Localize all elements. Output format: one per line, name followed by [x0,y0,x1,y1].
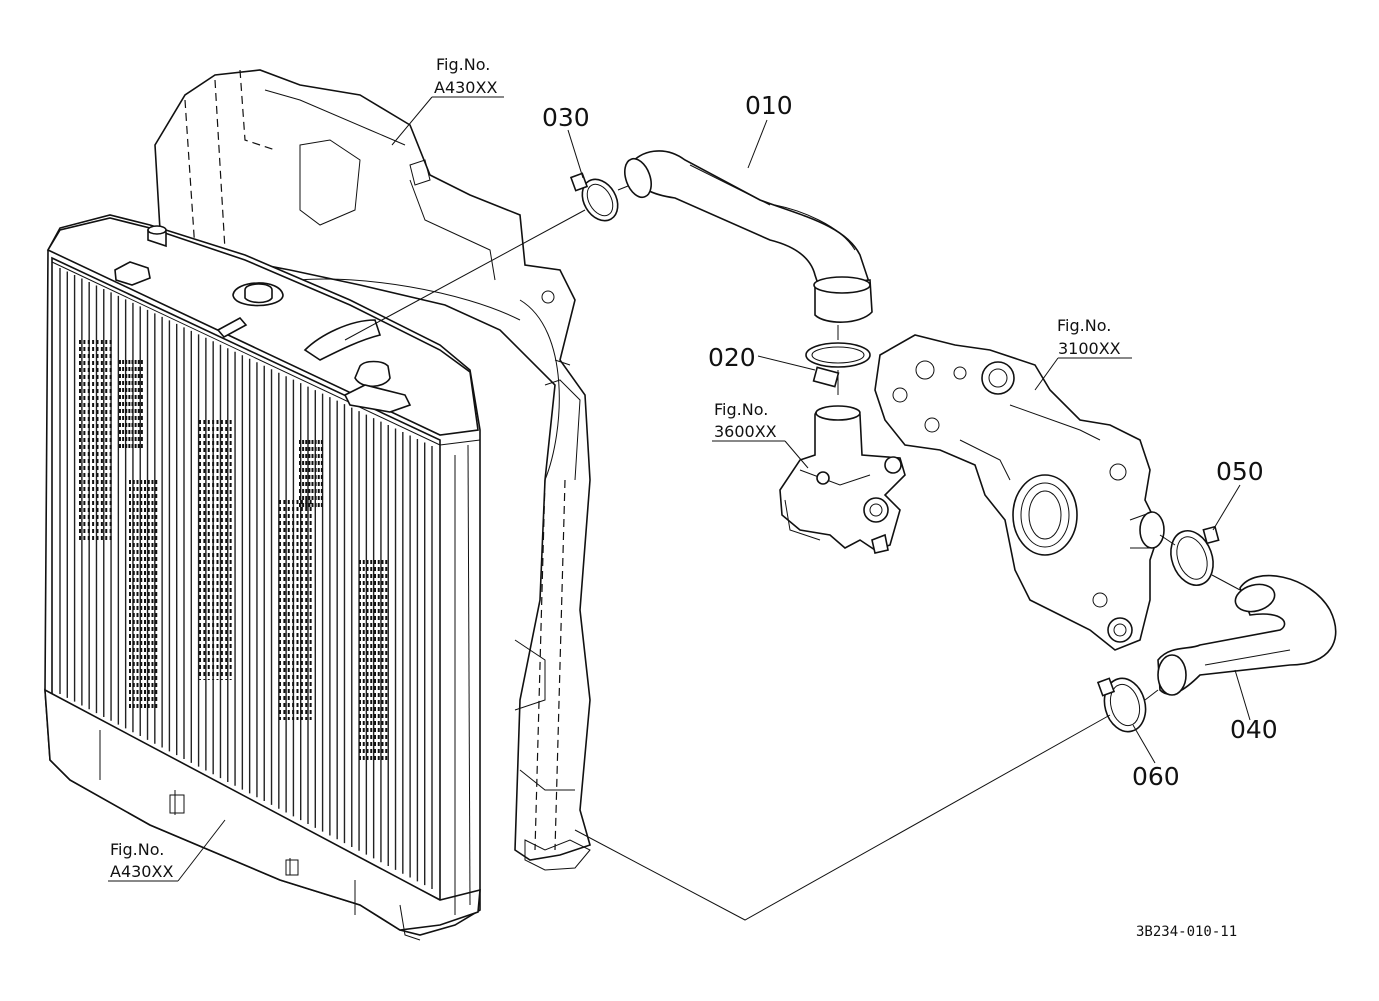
part-label-020: 020 [708,343,756,372]
fig-ref-line1: Fig.No. [714,400,768,419]
part-label-040: 040 [1230,715,1278,744]
part-label-060: 060 [1132,762,1180,791]
fig-ref-line2: 3600XX [714,422,777,441]
upper-hose-010 [624,150,873,323]
fig-ref-water-pump: Fig.No. 3100XX [1057,316,1121,358]
fig-ref-top-radiator: Fig.No. A430XX [434,55,497,97]
water-pump [874,334,1165,651]
clamp-020 [805,342,871,388]
clamp-050 [1170,525,1220,586]
lower-hose-040 [1157,574,1337,696]
fig-ref-line2: A430XX [110,862,173,881]
thermostat-housing [779,405,906,554]
fig-ref-line1: Fig.No. [110,840,164,859]
radiator-fins [59,268,433,889]
fig-ref-line1: Fig.No. [436,55,490,74]
fig-ref-bottom-radiator: Fig.No. A430XX [110,840,173,881]
drawing-code: 3B234-010-11 [1136,924,1237,940]
clamp-030 [569,172,619,222]
fig-ref-thermostat: Fig.No. 3600XX [714,400,777,441]
fig-ref-line1: Fig.No. [1057,316,1111,335]
assembly-lines [344,185,1241,921]
part-label-030: 030 [542,103,590,132]
radiator [44,214,481,941]
fan-shroud [154,69,591,871]
fig-ref-line2: 3100XX [1058,339,1121,358]
part-label-010: 010 [745,91,793,120]
part-label-050: 050 [1216,457,1264,486]
fig-ref-line2: A430XX [434,78,497,97]
leader-lines [108,96,1251,882]
clamp-060 [1096,677,1147,733]
